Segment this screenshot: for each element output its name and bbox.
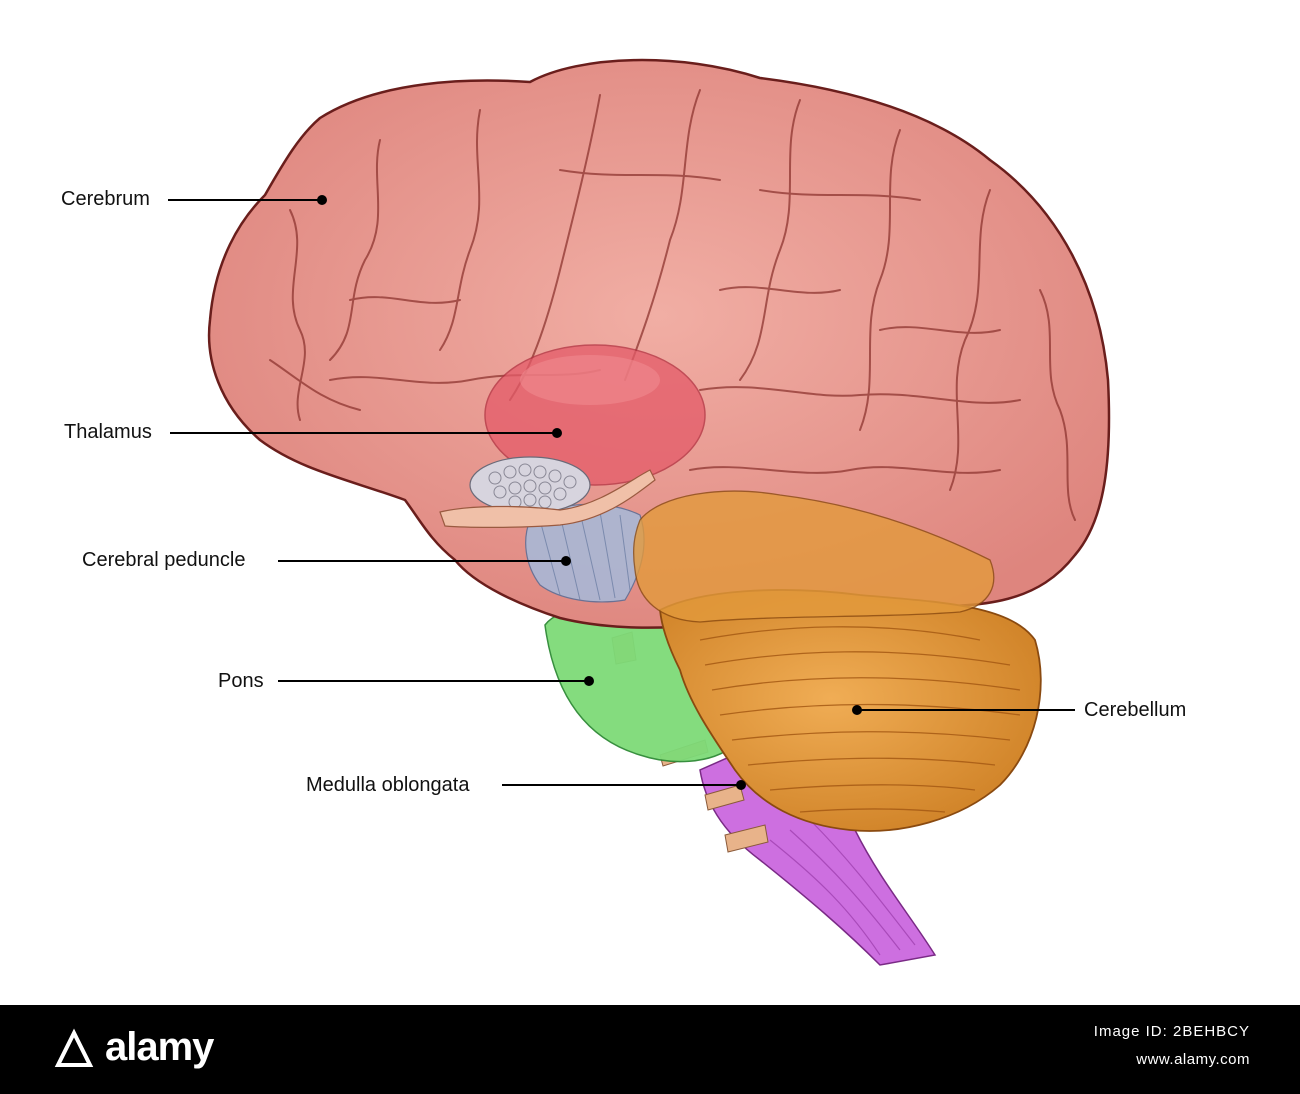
- watermark-url: www.alamy.com: [1136, 1051, 1250, 1068]
- cross-section-dots: [488, 463, 577, 509]
- dot-cerebrum: [317, 195, 327, 205]
- peduncle-fibers: [539, 511, 631, 601]
- label-cerebrum: Cerebrum: [61, 188, 150, 210]
- brain-diagram: Cerebrum Thalamus Cerebral peduncle Pons…: [61, 58, 1187, 966]
- optic-tract-cross-section: [469, 456, 591, 514]
- label-pons: Pons: [218, 670, 264, 692]
- alamy-logo-icon: [54, 1028, 94, 1067]
- temporal-lobe-overlay: [633, 490, 995, 623]
- dot-medulla: [736, 780, 746, 790]
- leader-lines: [168, 199, 1075, 786]
- leader-dots: [317, 195, 862, 790]
- cerebrum-sulci: [269, 89, 1076, 521]
- label-cerebellum: Cerebellum: [1084, 699, 1187, 721]
- thalamus-highlight: [520, 355, 660, 405]
- optic-nerve: [439, 469, 656, 528]
- watermark-footer: [0, 1005, 1300, 1094]
- medulla-striations: [769, 819, 916, 956]
- alamy-logo-text: alamy: [105, 1025, 214, 1069]
- image-id-text: Image ID: 2BEHBCY: [1093, 1023, 1250, 1040]
- alamy-logo: alamy: [50, 1025, 214, 1077]
- dot-cerebellum: [852, 705, 862, 715]
- dot-cerebral-peduncle: [561, 556, 571, 566]
- label-medulla-oblongata: Medulla oblongata: [306, 774, 470, 796]
- label-thalamus: Thalamus: [64, 421, 152, 443]
- dot-pons: [584, 676, 594, 686]
- label-cerebral-peduncle: Cerebral peduncle: [82, 549, 246, 571]
- dot-thalamus: [552, 428, 562, 438]
- brain-illustration: [168, 58, 1111, 966]
